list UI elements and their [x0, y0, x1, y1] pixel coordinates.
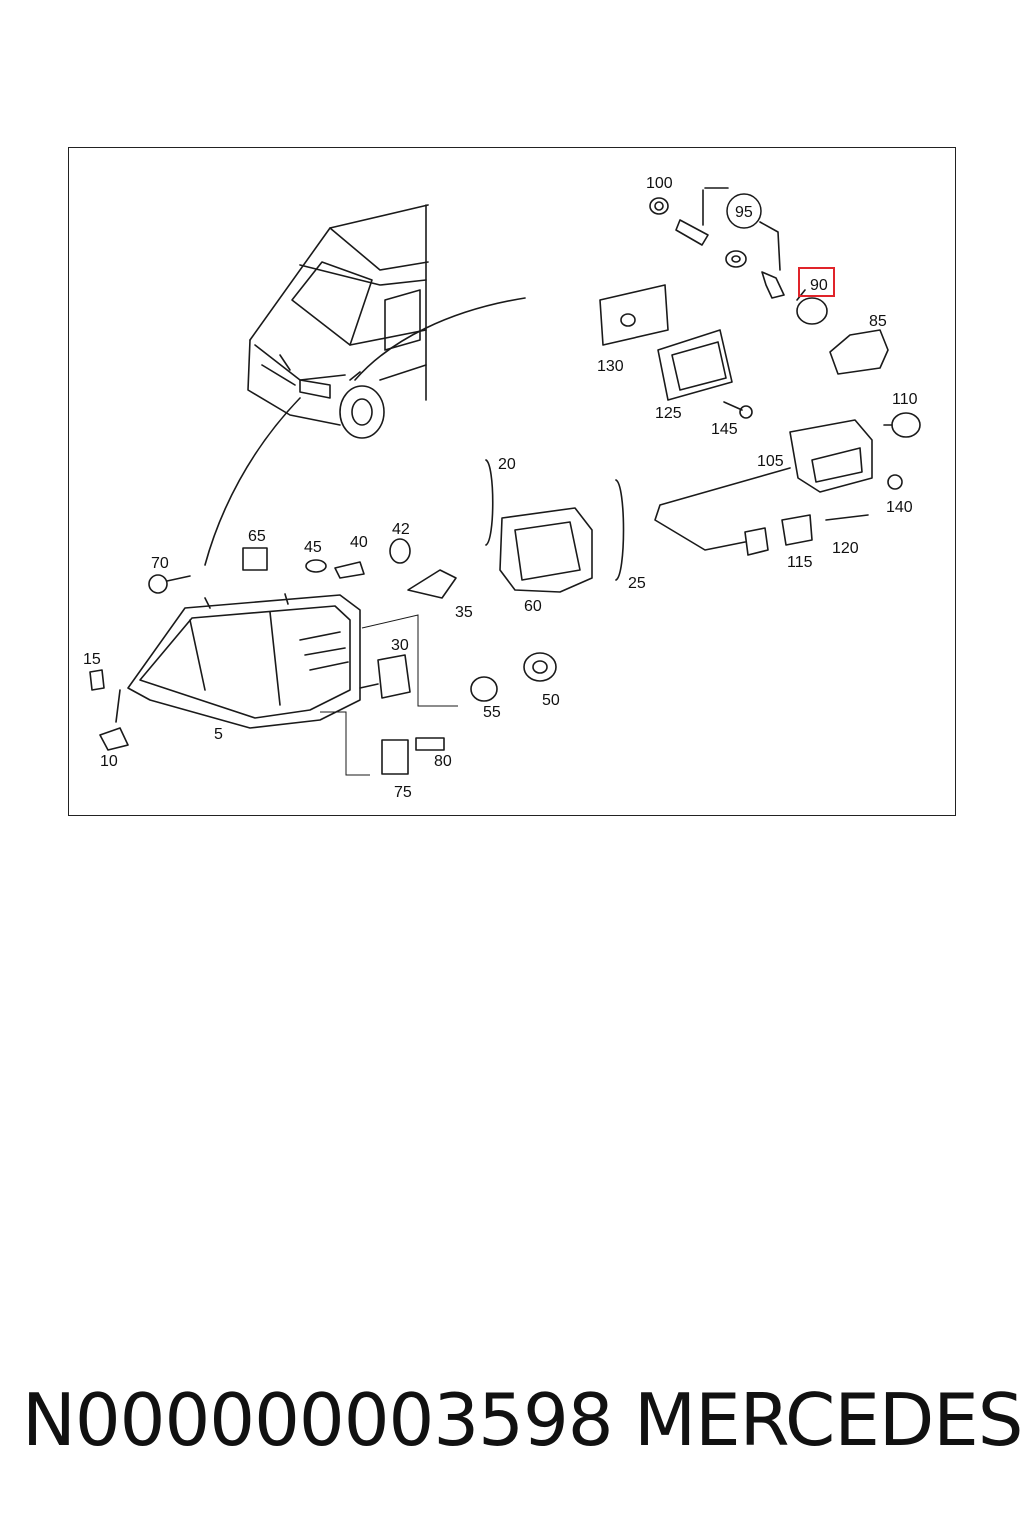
screw-145 [723, 401, 743, 411]
callout-100: 100 [646, 175, 673, 192]
callout-95: 95 [735, 204, 753, 221]
bulb-35 [407, 569, 457, 599]
connector-80 [415, 737, 445, 751]
highlight-box [798, 267, 835, 297]
callout-30: 30 [391, 637, 409, 654]
callout-25: 25 [628, 575, 646, 592]
bulb-45 [305, 559, 327, 573]
bulb-110 [891, 412, 921, 438]
callout-115: 115 [787, 554, 813, 571]
wiring-harness [654, 467, 791, 551]
callout-20: 20 [498, 456, 516, 473]
callout-5: 5 [214, 726, 223, 743]
callout-10: 10 [100, 753, 118, 770]
module-30 [377, 654, 411, 699]
callout-110: 110 [892, 391, 918, 408]
leader-curve-headlamp [204, 397, 301, 566]
diagram-frame [68, 147, 956, 816]
bracket-25 [615, 479, 625, 581]
callout-35: 35 [455, 604, 473, 621]
headlamp-5 [127, 593, 361, 729]
callout-85: 85 [869, 313, 887, 330]
callout-75: 75 [394, 784, 412, 801]
callout-15: 15 [83, 651, 101, 668]
brand-name: MERCEDES [634, 1378, 1023, 1462]
callout-70: 70 [151, 555, 169, 572]
part-50 [523, 652, 557, 682]
part-65 [242, 547, 268, 571]
footer: N000000003598 MERCEDES [0, 1378, 1024, 1468]
bulb-holder-group [649, 187, 828, 325]
clip-10 [99, 727, 129, 751]
reflector-60 [499, 507, 593, 593]
bulb-55 [470, 676, 498, 702]
callout-45: 45 [304, 539, 322, 556]
van-illustration [247, 204, 429, 439]
side-indicator [829, 329, 889, 375]
callout-130: 130 [597, 358, 624, 375]
callout-55: 55 [483, 704, 501, 721]
callout-40: 40 [350, 534, 368, 551]
callout-65: 65 [248, 528, 266, 545]
parts-diagram: 100 95 90 85 130 125 145 110 105 140 20 … [83, 175, 921, 801]
part-number: N000000003598 [22, 1378, 614, 1462]
callout-90: 90 [810, 277, 828, 294]
callout-42: 42 [392, 521, 410, 538]
callout-105: 105 [757, 453, 784, 470]
bulb-40 [334, 561, 365, 579]
callout-80: 80 [434, 753, 452, 770]
lamp-housing [657, 329, 733, 401]
callout-60: 60 [524, 598, 542, 615]
callout-140: 140 [886, 499, 913, 516]
connector-75 [381, 739, 409, 775]
bracket-20 [485, 459, 494, 546]
callout-120: 120 [832, 540, 859, 557]
callout-125: 125 [655, 405, 682, 422]
clip-15 [89, 669, 105, 691]
callout-145: 145 [711, 421, 738, 438]
socket-42 [389, 538, 411, 564]
lamp-105 [789, 419, 873, 493]
leader-curve-side [354, 297, 526, 381]
screw-140 [887, 474, 903, 490]
screw-70 [148, 574, 168, 594]
callout-50: 50 [542, 692, 560, 709]
mounting-plate [599, 284, 669, 346]
